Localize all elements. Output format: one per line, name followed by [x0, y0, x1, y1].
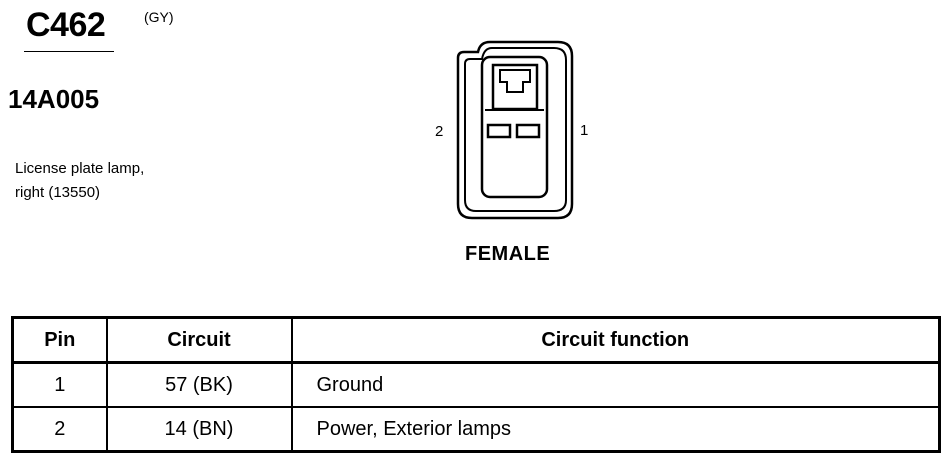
cell-pin: 2 — [11, 406, 108, 453]
housing-outer — [456, 40, 574, 220]
header-circuit-function: Circuit function — [290, 316, 941, 364]
housing-inner — [464, 47, 567, 212]
pin-table: Pin Circuit Circuit function 1 57 (BK) G… — [11, 316, 941, 453]
terminal-cavity — [480, 55, 549, 199]
header-pin: Pin — [11, 316, 108, 364]
cell-function: Ground — [290, 361, 941, 408]
pin-label-1: 1 — [580, 122, 589, 139]
table-header-row: Pin Circuit Circuit function — [11, 316, 941, 364]
latch-inner — [499, 69, 531, 93]
pin-slot-1 — [515, 123, 541, 139]
color-code: (GY) — [144, 9, 174, 25]
connector-gender: FEMALE — [465, 243, 551, 265]
pin-slot-2 — [486, 123, 512, 139]
connector-id: C462 — [26, 6, 106, 44]
connector-face-diagram — [456, 40, 574, 220]
cell-circuit: 14 (BN) — [105, 406, 293, 453]
cell-circuit: 57 (BK) — [105, 361, 293, 408]
header-circuit: Circuit — [105, 316, 293, 364]
description-line-2: right (13550) — [15, 184, 101, 201]
pin-label-2: 2 — [435, 123, 444, 140]
connector-id-underline — [24, 51, 114, 52]
table-row: 2 14 (BN) Power, Exterior lamps — [11, 406, 941, 453]
table-row: 1 57 (BK) Ground — [11, 361, 941, 408]
cell-function: Power, Exterior lamps — [290, 406, 941, 453]
description-line-1: License plate lamp, — [15, 160, 145, 177]
cell-pin: 1 — [11, 361, 108, 408]
part-number: 14A005 — [8, 84, 100, 114]
